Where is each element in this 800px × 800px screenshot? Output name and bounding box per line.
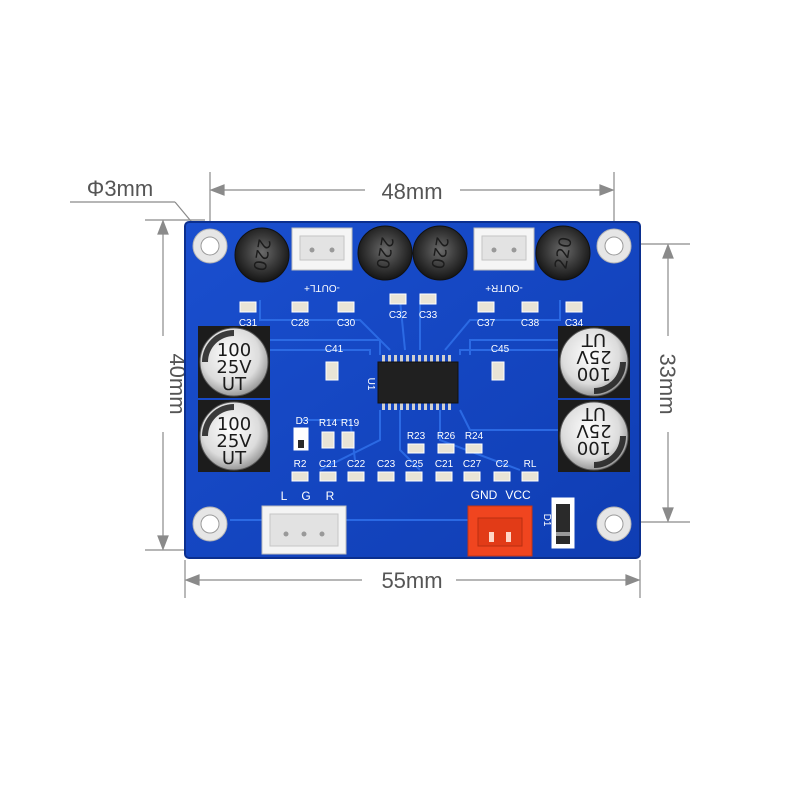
cap-3-value: 100 (577, 363, 611, 384)
main-ic-u1 (377, 355, 459, 410)
inductor-1: 220 (234, 227, 290, 283)
mounting-hole-br (596, 506, 632, 542)
cap-4-brand: UT (581, 403, 606, 424)
label-c27: C27 (463, 459, 482, 470)
electrolytic-cap-3: 100 25V UT (558, 326, 630, 398)
power-connector (467, 505, 533, 557)
cap-2-value: 100 (217, 414, 251, 435)
bottom-width-label: 55mm (381, 568, 442, 593)
hole-diameter-label: Φ3mm (87, 176, 153, 201)
label-c34: C34 (565, 318, 584, 329)
top-width-label: 48mm (381, 179, 442, 204)
cap-1-value: 100 (217, 340, 251, 361)
diode-d3 (293, 427, 309, 451)
connector-outr (473, 227, 535, 271)
label-r: R (326, 489, 335, 503)
resistor-r19 (341, 431, 355, 449)
label-c25: C25 (405, 459, 424, 470)
label-c22: C22 (347, 459, 366, 470)
label-r2: R2 (294, 459, 307, 470)
input-connector (261, 505, 347, 555)
electrolytic-cap-4: 100 25V UT (558, 400, 630, 472)
label-r23: R23 (407, 431, 426, 442)
label-d1: D1 (541, 514, 552, 527)
label-r24: R24 (465, 431, 484, 442)
diode-d1 (551, 497, 575, 549)
pcb-traces (230, 299, 600, 521)
label-c45: C45 (491, 344, 510, 355)
smd-row-bottom (291, 471, 539, 482)
label-c33: C33 (419, 310, 438, 321)
smd-c45 (491, 361, 505, 381)
smd-c41 (325, 361, 339, 381)
label-c30: C30 (337, 318, 356, 329)
label-c32: C32 (389, 310, 408, 321)
cap-1-voltage: 25V (216, 357, 252, 378)
label-outr: -OUTR+ (485, 282, 523, 293)
label-gnd: GND (471, 488, 498, 502)
smd-row-top (239, 293, 583, 313)
inductor-2: 220 (357, 225, 413, 281)
cap-4-voltage: 25V (576, 420, 612, 441)
inductor-4: 220 (535, 225, 591, 281)
connector-outl (291, 227, 353, 271)
cap-3-brand: UT (581, 329, 606, 350)
cap-3-voltage: 25V (576, 346, 612, 367)
label-c41: C41 (325, 344, 344, 355)
label-d3: D3 (296, 416, 309, 427)
right-height-label: 33mm (655, 353, 680, 414)
inductor-3: 220 (412, 225, 468, 281)
label-vcc: VCC (505, 488, 531, 502)
label-r14: R14 (319, 418, 338, 429)
label-u1: U1 (365, 378, 376, 391)
resistor-r14 (321, 431, 335, 449)
label-outl: -OUTL+ (304, 282, 340, 293)
mounting-hole-tr (596, 228, 632, 264)
cap-2-voltage: 25V (216, 431, 252, 452)
label-c28: C28 (291, 318, 310, 329)
label-r19: R19 (341, 418, 360, 429)
label-c37: C37 (477, 318, 496, 329)
label-g: G (301, 489, 310, 503)
cap-4-value: 100 (577, 437, 611, 458)
resistor-group (407, 443, 483, 454)
mounting-hole-bl (192, 506, 228, 542)
label-c21b: C21 (435, 459, 454, 470)
electrolytic-cap-1: 100 25V UT (198, 326, 270, 398)
label-l: L (281, 489, 288, 503)
mounting-hole-tl (192, 228, 228, 264)
label-c38: C38 (521, 318, 540, 329)
label-c31: C31 (239, 318, 258, 329)
electrolytic-cap-2: 100 25V UT (198, 400, 270, 472)
dimension-lines (70, 172, 690, 598)
cap-2-brand: UT (222, 448, 247, 469)
label-r26: R26 (437, 431, 456, 442)
label-c21a: C21 (319, 459, 338, 470)
cap-1-brand: UT (222, 374, 247, 395)
label-c2: C2 (496, 459, 509, 470)
label-c23: C23 (377, 459, 396, 470)
label-rl: RL (524, 459, 537, 470)
